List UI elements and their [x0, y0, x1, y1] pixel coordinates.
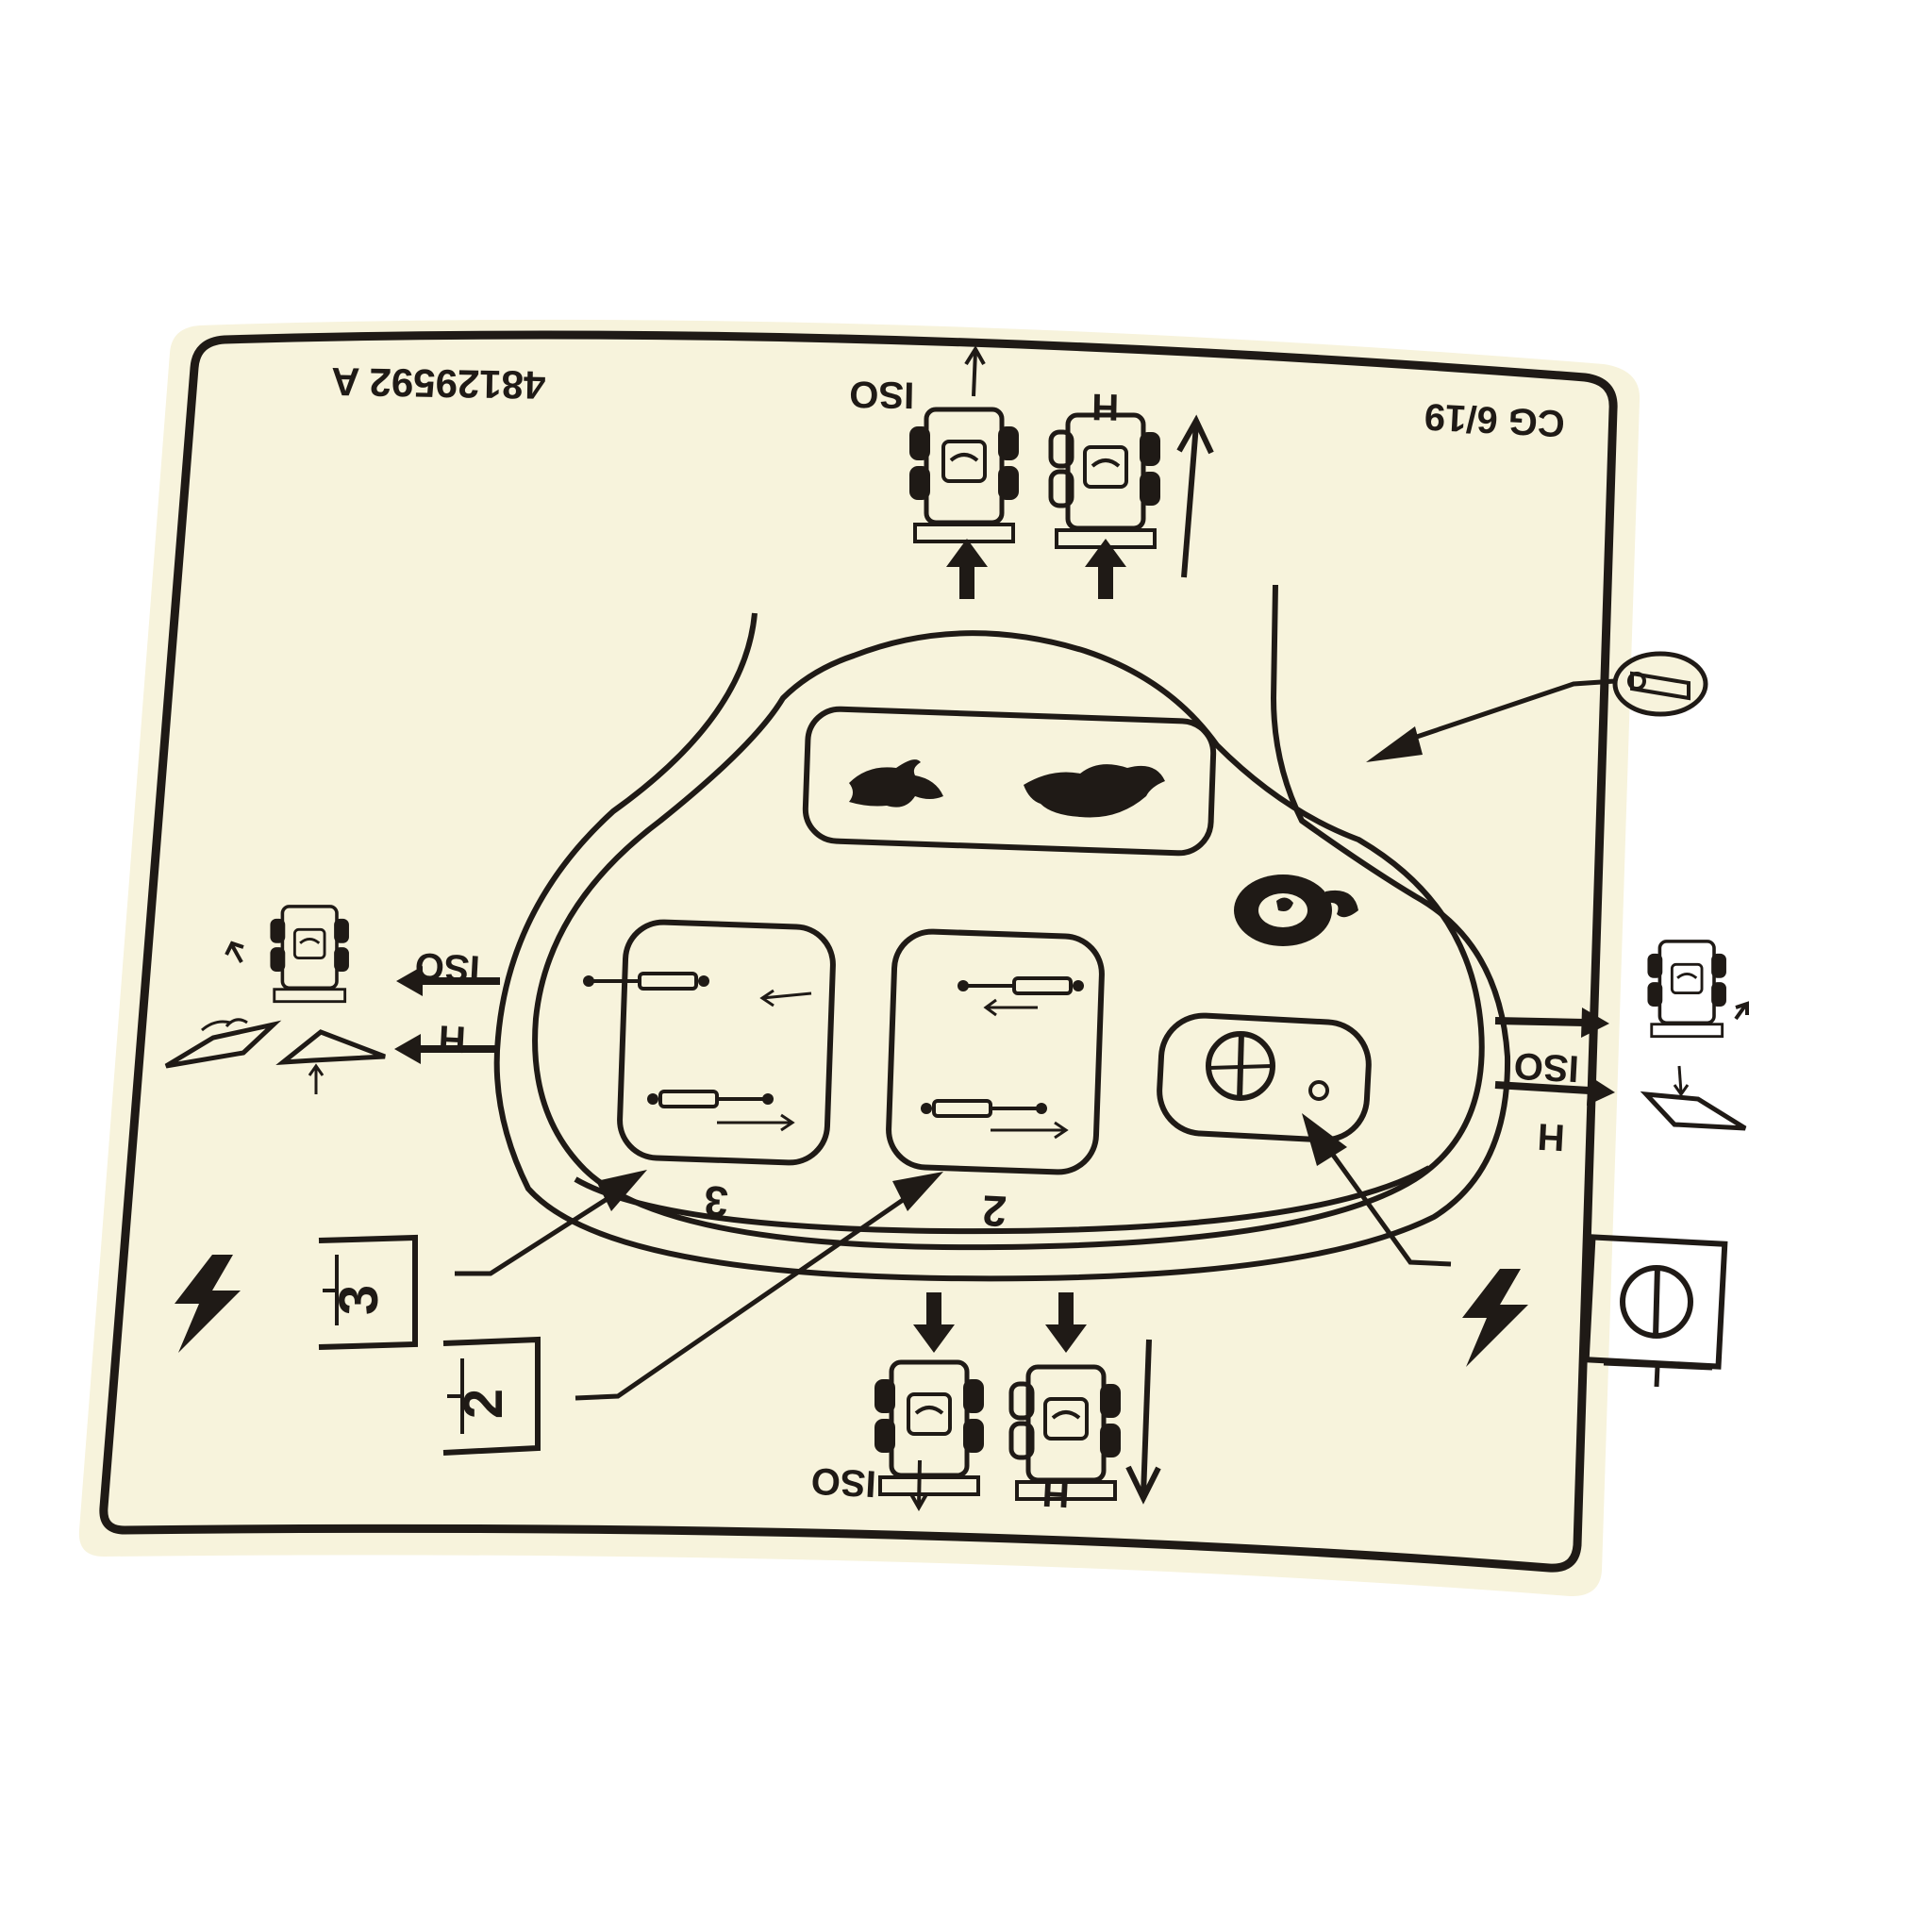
- tortoise-icon: [1024, 764, 1165, 818]
- switch-callout-pointer: [1302, 1113, 1452, 1267]
- svg-text:H: H: [1537, 1115, 1566, 1158]
- svg-text:3: 3: [703, 1176, 729, 1226]
- svg-text:H: H: [1041, 1472, 1071, 1514]
- arrow-right-icon: [1494, 1075, 1615, 1106]
- svg-text:2: 2: [453, 1389, 514, 1419]
- arrow-down-icon: [909, 1459, 928, 1512]
- button-3-label: 3: [703, 1176, 729, 1226]
- horn-icon: [1612, 651, 1708, 717]
- svg-text:48129592 A: 48129592 A: [331, 359, 546, 408]
- svg-text:ISO: ISO: [849, 373, 915, 415]
- arrow-right-icon: [1494, 1008, 1609, 1038]
- right-h-label: H: [1537, 1115, 1566, 1158]
- callout-2: 2: [442, 1336, 541, 1456]
- switch-callout: [1583, 1234, 1728, 1388]
- svg-text:CG 6/19: CG 6/19: [1424, 395, 1566, 444]
- bottom-iso-label: ISO: [810, 1459, 877, 1505]
- right-tractor: [1645, 940, 1728, 1039]
- decal-sheet: [78, 319, 1641, 1597]
- svg-text:ISO: ISO: [414, 944, 481, 990]
- left-h-label: H: [438, 1017, 467, 1059]
- callout-3: 3: [318, 1234, 418, 1350]
- arrow-left-icon: [394, 1034, 495, 1064]
- top-iso-label: ISO: [849, 373, 915, 415]
- part-number: 48129592 A: [331, 359, 546, 408]
- arrow-up-icon: [1176, 414, 1214, 578]
- decal-border: [99, 330, 1618, 1573]
- svg-text:H: H: [438, 1017, 467, 1059]
- left-iso-label: ISO: [414, 944, 481, 990]
- button-2-label: 2: [981, 1186, 1008, 1236]
- button-2: [886, 928, 1105, 1175]
- svg-text:3: 3: [328, 1285, 390, 1315]
- hare-icon: [849, 759, 943, 808]
- svg-text:ISO: ISO: [810, 1459, 877, 1505]
- svg-text:2: 2: [981, 1186, 1008, 1236]
- arrow-up-icon: [225, 941, 244, 963]
- callout-3-pointer: [455, 1170, 647, 1276]
- hitch-icon: [1640, 1065, 1747, 1131]
- horn-pointer: [1366, 678, 1616, 762]
- button-3: [617, 919, 836, 1166]
- arrow-down-icon: [1125, 1339, 1161, 1505]
- decal-code: CG 6/19: [1424, 395, 1566, 444]
- arrow-left-icon: [396, 966, 500, 996]
- svg-text:ISO: ISO: [1513, 1044, 1580, 1090]
- hitch-icon: [164, 1018, 386, 1094]
- callout-2-pointer: [575, 1172, 943, 1401]
- top-h-label: H: [1091, 386, 1120, 427]
- svg-text:H: H: [1091, 386, 1120, 427]
- rotary-switch-panel: [1157, 1012, 1372, 1143]
- control-console: [493, 584, 1511, 1282]
- bottom-h-label: H: [1041, 1472, 1071, 1514]
- arrow-up-icon: [964, 345, 986, 397]
- switch-icon: [1206, 1031, 1329, 1101]
- arrow-up-icon: [1734, 1001, 1749, 1021]
- right-iso-label: ISO: [1513, 1044, 1580, 1090]
- pto-icon: [1234, 874, 1358, 946]
- speed-panel: [802, 706, 1217, 857]
